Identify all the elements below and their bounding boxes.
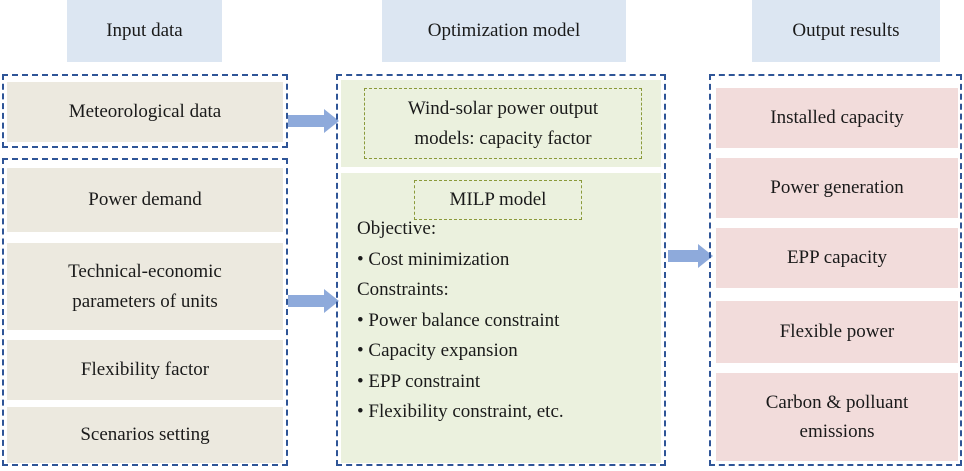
installed-capacity-box: Installed capacity	[716, 88, 958, 148]
milp-details: Objective: • Cost minimization Constrain…	[357, 214, 657, 428]
arrow-meteorological-to-model	[288, 109, 339, 133]
constraint-power-balance: • Power balance constraint	[357, 309, 560, 331]
optimization-model-header: Optimization model	[382, 0, 626, 62]
power-demand-box: Power demand	[7, 168, 283, 232]
flexibility-factor-box: Flexibility factor	[7, 340, 283, 400]
objective-cost-minimization: • Cost minimization	[357, 248, 510, 270]
carbon-polluant-emissions-box: Carbon & polluant emissions	[716, 373, 958, 461]
epp-capacity-box: EPP capacity	[716, 228, 958, 288]
output-results-header: Output results	[752, 0, 940, 62]
scenarios-setting-box: Scenarios setting	[7, 407, 283, 463]
meteorological-group	[2, 74, 288, 148]
power-generation-box: Power generation	[716, 158, 958, 218]
meteorological-data-box: Meteorological data	[7, 82, 283, 142]
input-data-header: Input data	[67, 0, 222, 62]
wind-solar-panel	[341, 80, 661, 167]
arrow-parameters-to-model	[288, 289, 339, 313]
objective-label: Objective:	[357, 218, 437, 239]
arrow-model-to-output	[668, 244, 713, 268]
flexible-power-box: Flexible power	[716, 301, 958, 363]
constraint-flexibility: • Flexibility constraint, etc.	[357, 401, 564, 422]
constraint-capacity-expansion: • Capacity expansion	[357, 340, 518, 361]
optimization-model-group	[336, 74, 666, 466]
constraint-epp: • EPP constraint	[357, 370, 481, 392]
wind-solar-output-models-box: Wind-solar power output models: capacity…	[364, 88, 642, 159]
constraints-label: Constraints:	[357, 279, 449, 300]
milp-model-title: MILP model	[414, 180, 582, 220]
technical-economic-parameters-box: Technical-economic parameters of units	[7, 243, 283, 330]
milp-panel	[341, 173, 661, 463]
input-parameters-group	[2, 158, 288, 466]
output-results-group	[709, 74, 962, 466]
